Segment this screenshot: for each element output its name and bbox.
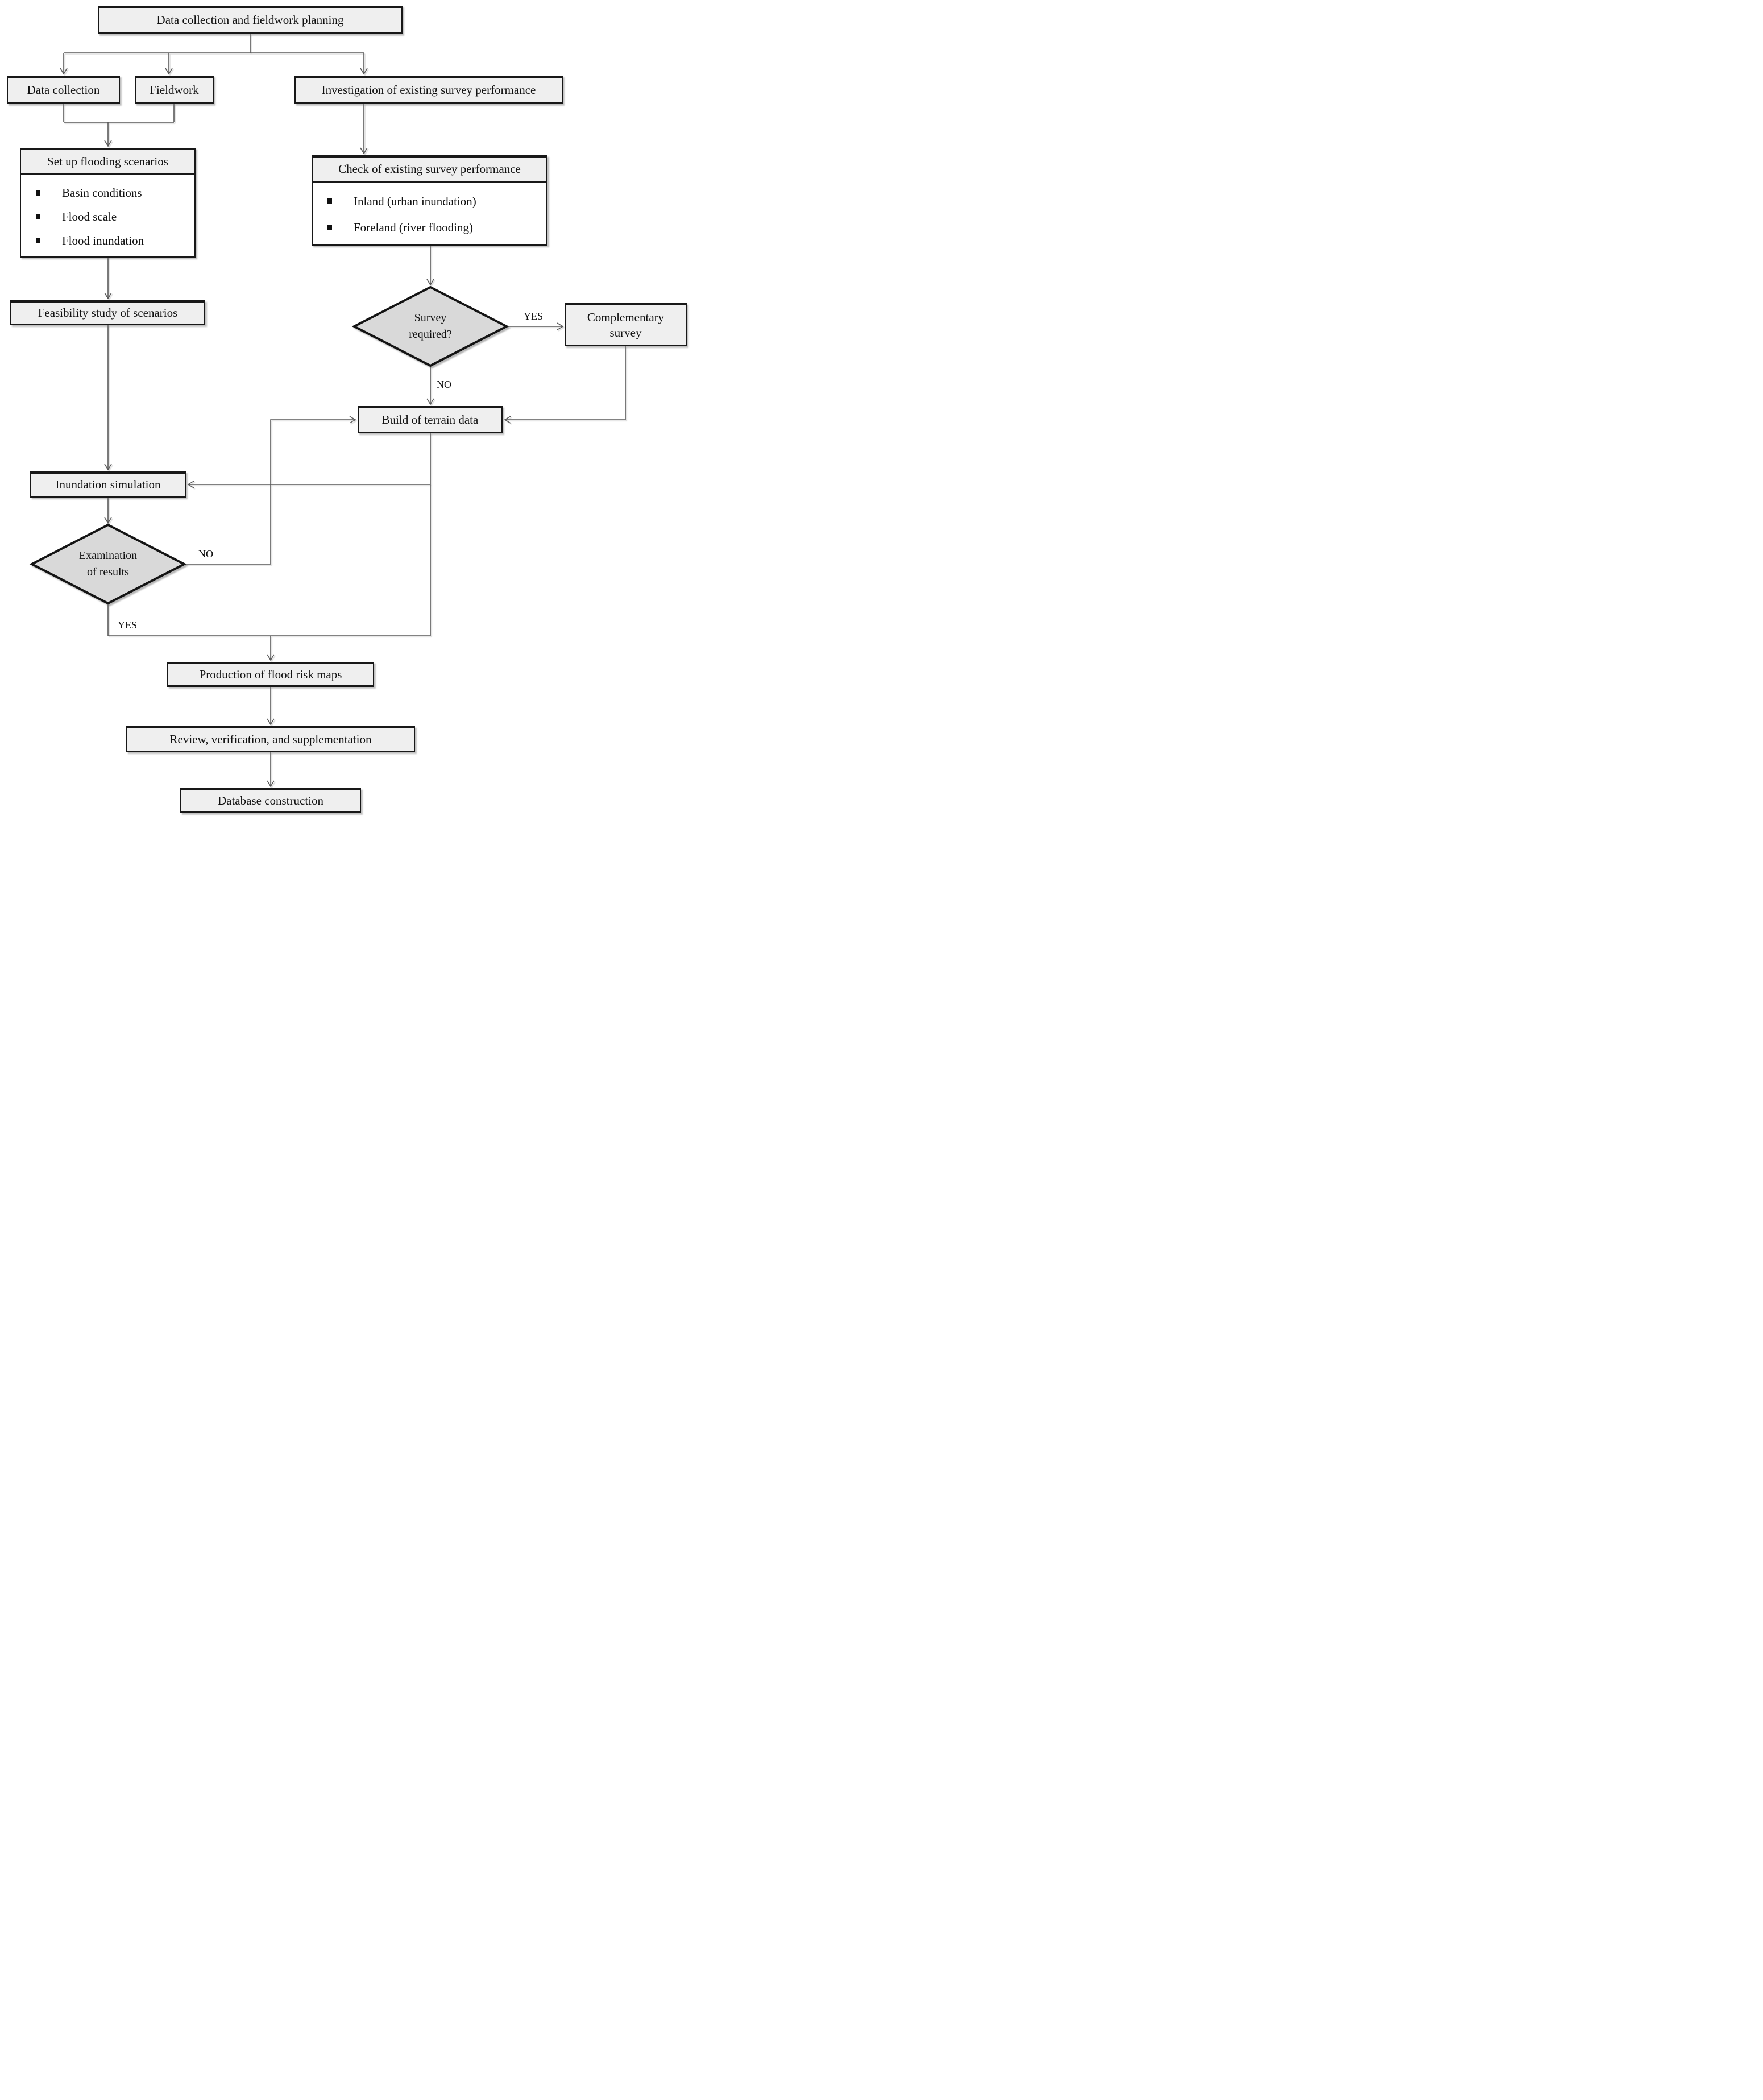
- edge-complementary-to-terrain: [504, 346, 626, 424]
- node-feasibility: Feasibility study of scenarios: [10, 300, 205, 325]
- edge-examination-no-loop: [184, 416, 356, 565]
- list-item-text: Foreland (river flooding): [354, 220, 473, 234]
- edge-label-survey-yes: YES: [524, 310, 543, 322]
- bullet-square-icon: [36, 238, 40, 243]
- node-survey-required-line2: required?: [409, 328, 452, 341]
- list-item-text: Basin conditions: [62, 185, 142, 200]
- list-item: Basin conditions: [21, 181, 194, 205]
- edge-label-examination-yes: YES: [118, 619, 137, 631]
- node-fieldwork: Fieldwork: [135, 76, 214, 104]
- node-feasibility-label: Feasibility study of scenarios: [38, 306, 178, 320]
- node-data-collection: Data collection: [7, 76, 120, 104]
- list-item: Inland (urban inundation): [313, 188, 546, 214]
- node-inundation-simulation-label: Inundation simulation: [55, 478, 161, 492]
- edge-label-survey-no: NO: [437, 379, 451, 390]
- node-check-survey-title: Check of existing survey performance: [313, 158, 546, 183]
- edge-merge-bar: [63, 104, 175, 123]
- node-production: Production of flood risk maps: [167, 662, 374, 687]
- survey-required-diamond: [351, 285, 509, 367]
- node-planning-label: Data collection and fieldwork planning: [156, 13, 344, 27]
- node-investigation: Investigation of existing survey perform…: [294, 76, 563, 104]
- edge-label-examination-no: NO: [198, 548, 213, 560]
- node-planning: Data collection and fieldwork planning: [98, 6, 403, 34]
- node-terrain-label: Build of terrain data: [381, 413, 479, 427]
- node-terrain: Build of terrain data: [358, 406, 503, 433]
- node-complementary-line2: survey: [609, 325, 642, 339]
- node-database-label: Database construction: [217, 794, 324, 808]
- bullet-square-icon: [327, 198, 332, 204]
- node-production-label: Production of flood risk maps: [199, 668, 342, 682]
- node-inundation-simulation: Inundation simulation: [30, 471, 186, 498]
- edge-planning-branch: [64, 34, 364, 53]
- node-complementary-line1: Complementary: [587, 310, 665, 325]
- bullet-square-icon: [36, 214, 40, 219]
- node-scenarios-title: Set up flooding scenarios: [21, 150, 194, 175]
- list-item-text: Inland (urban inundation): [354, 194, 476, 208]
- node-check-survey: Check of existing survey performance Inl…: [312, 155, 547, 246]
- node-examination: Examination of results: [32, 525, 184, 603]
- node-investigation-label: Investigation of existing survey perform…: [321, 83, 536, 97]
- node-scenarios: Set up flooding scenarios Basin conditio…: [20, 148, 196, 258]
- node-survey-required-line1: Survey: [414, 312, 447, 324]
- list-item: Flood scale: [21, 205, 194, 229]
- node-complementary-survey: Complementary survey: [565, 303, 687, 346]
- node-examination-line2: of results: [87, 566, 129, 578]
- connector-layer: YES NO NO YES: [29, 34, 626, 788]
- examination-diamond: [29, 523, 187, 605]
- node-check-survey-list: Inland (urban inundation) Foreland (rive…: [313, 183, 546, 244]
- list-item: Foreland (river flooding): [313, 214, 546, 241]
- node-examination-line1: Examination: [78, 549, 138, 562]
- node-database: Database construction: [180, 788, 361, 813]
- list-item-text: Flood inundation: [62, 233, 144, 247]
- edge-examination-yes-merge: [107, 603, 430, 636]
- list-item: Flood inundation: [21, 229, 194, 252]
- bullet-square-icon: [36, 190, 40, 196]
- flowchart-canvas: YES NO NO YES Data collection and fieldw…: [0, 0, 705, 840]
- node-scenarios-list: Basin conditions Flood scale Flood inund…: [21, 175, 194, 256]
- node-review-label: Review, verification, and supplementatio…: [169, 732, 372, 747]
- node-survey-required: Survey required?: [354, 287, 507, 366]
- node-review: Review, verification, and supplementatio…: [126, 726, 415, 752]
- node-fieldwork-label: Fieldwork: [150, 83, 199, 97]
- list-item-text: Flood scale: [62, 209, 117, 223]
- bullet-square-icon: [327, 225, 332, 230]
- node-data-collection-label: Data collection: [27, 83, 100, 97]
